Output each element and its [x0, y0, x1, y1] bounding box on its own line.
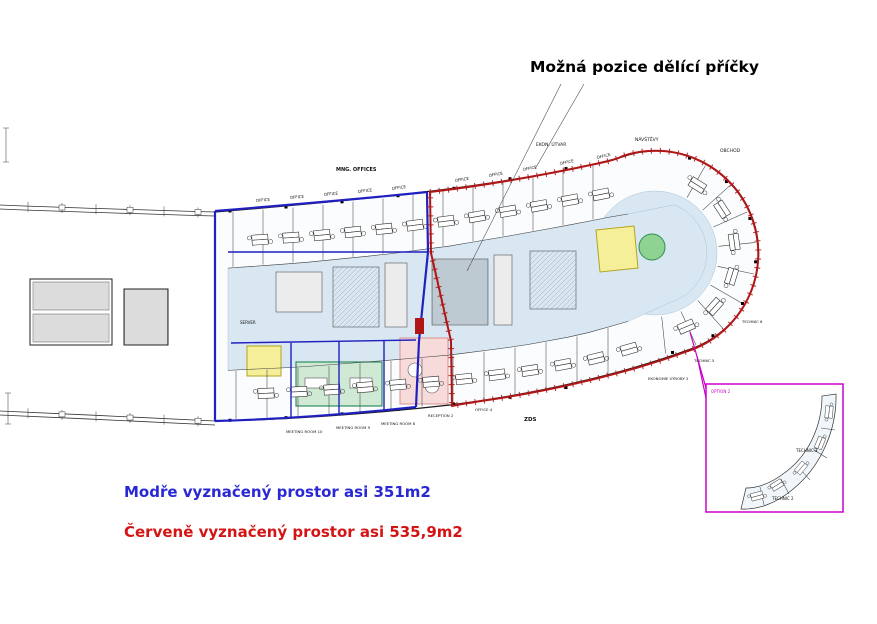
inset-connector-2: [696, 355, 707, 399]
stairwell-left-2: [123, 288, 169, 346]
label-office: OFFICE: [454, 176, 469, 183]
label-office: OFFICE: [358, 187, 373, 194]
label-ekonomie-vyroby: EKONOMIE VÝROBY 2: [648, 376, 689, 381]
reception-pink-area: [399, 337, 449, 405]
label-technic-6: TECHNIC 6: [741, 319, 763, 324]
label-meeting-room-10: MEETING ROOM 10: [286, 429, 323, 434]
stairwell-left: [29, 278, 169, 346]
survey-mark-bottom: [5, 392, 11, 425]
site-tick-marks: [27, 201, 202, 427]
central-stairs: [431, 258, 489, 326]
inset-building-band: [740, 393, 837, 510]
plan-labels: MNG. OFFICES EKON. ÚTVAR NÁVŠTĚVY OBCHOD…: [240, 135, 763, 434]
label-reception: RECEPTION 2: [428, 413, 454, 418]
legend-blue-area: Modře vyznačený prostor asi 351m2: [124, 483, 431, 501]
label-obchod: OBCHOD: [720, 148, 741, 154]
label-office-4: OFFICE 4: [475, 407, 493, 412]
label-office: OFFICE: [488, 171, 503, 178]
service-cores: [275, 250, 577, 328]
green-circle-room: [638, 233, 666, 261]
partition-mark: [415, 318, 424, 334]
label-office: OFFICE: [391, 184, 406, 191]
label-option2: OPTION 2: [711, 389, 731, 394]
label-office: OFFICE: [522, 164, 537, 172]
survey-mark-top: [3, 127, 9, 163]
label-zds: ZDS: [524, 417, 537, 423]
page-title: Možná pozice dělící příčky: [530, 58, 759, 76]
blue-boundary: [213, 190, 430, 423]
label-meeting-room-8: MEETING ROOM 8: [381, 421, 416, 426]
yellow-room-left: [246, 345, 282, 377]
label-office: OFFICE: [256, 197, 271, 203]
label-ekon-utvar: EKON. ÚTVAR: [536, 141, 566, 148]
label-office: OFFICE: [290, 194, 305, 200]
label-server: SERVER: [240, 320, 256, 325]
site-boundary-lines: [0, 127, 216, 426]
label-mng-offices: MNG. OFFICES: [336, 167, 377, 173]
label-technic-2: TECHNIC 2: [771, 496, 794, 501]
red-boundary: [415, 147, 762, 410]
yellow-room-right: [595, 225, 639, 273]
label-office: OFFICE: [559, 158, 574, 166]
label-office: OFFICE: [596, 152, 611, 160]
option2-inset: OPTION 2 TECHNIC 3 TECHNIC 2: [689, 331, 844, 513]
label-office: OFFICE: [324, 190, 339, 197]
title-leader-lines: [466, 83, 585, 272]
label-technic-5: TECHNIC 5: [693, 358, 715, 363]
label-technic-3: TECHNIC 3: [795, 448, 818, 453]
label-navstevy: NÁVŠTĚVY: [635, 135, 659, 143]
legend-red-area: Červeně vyznačený prostor asi 535,9m2: [124, 523, 463, 541]
label-meeting-room-9: MEETING ROOM 9: [336, 425, 371, 430]
